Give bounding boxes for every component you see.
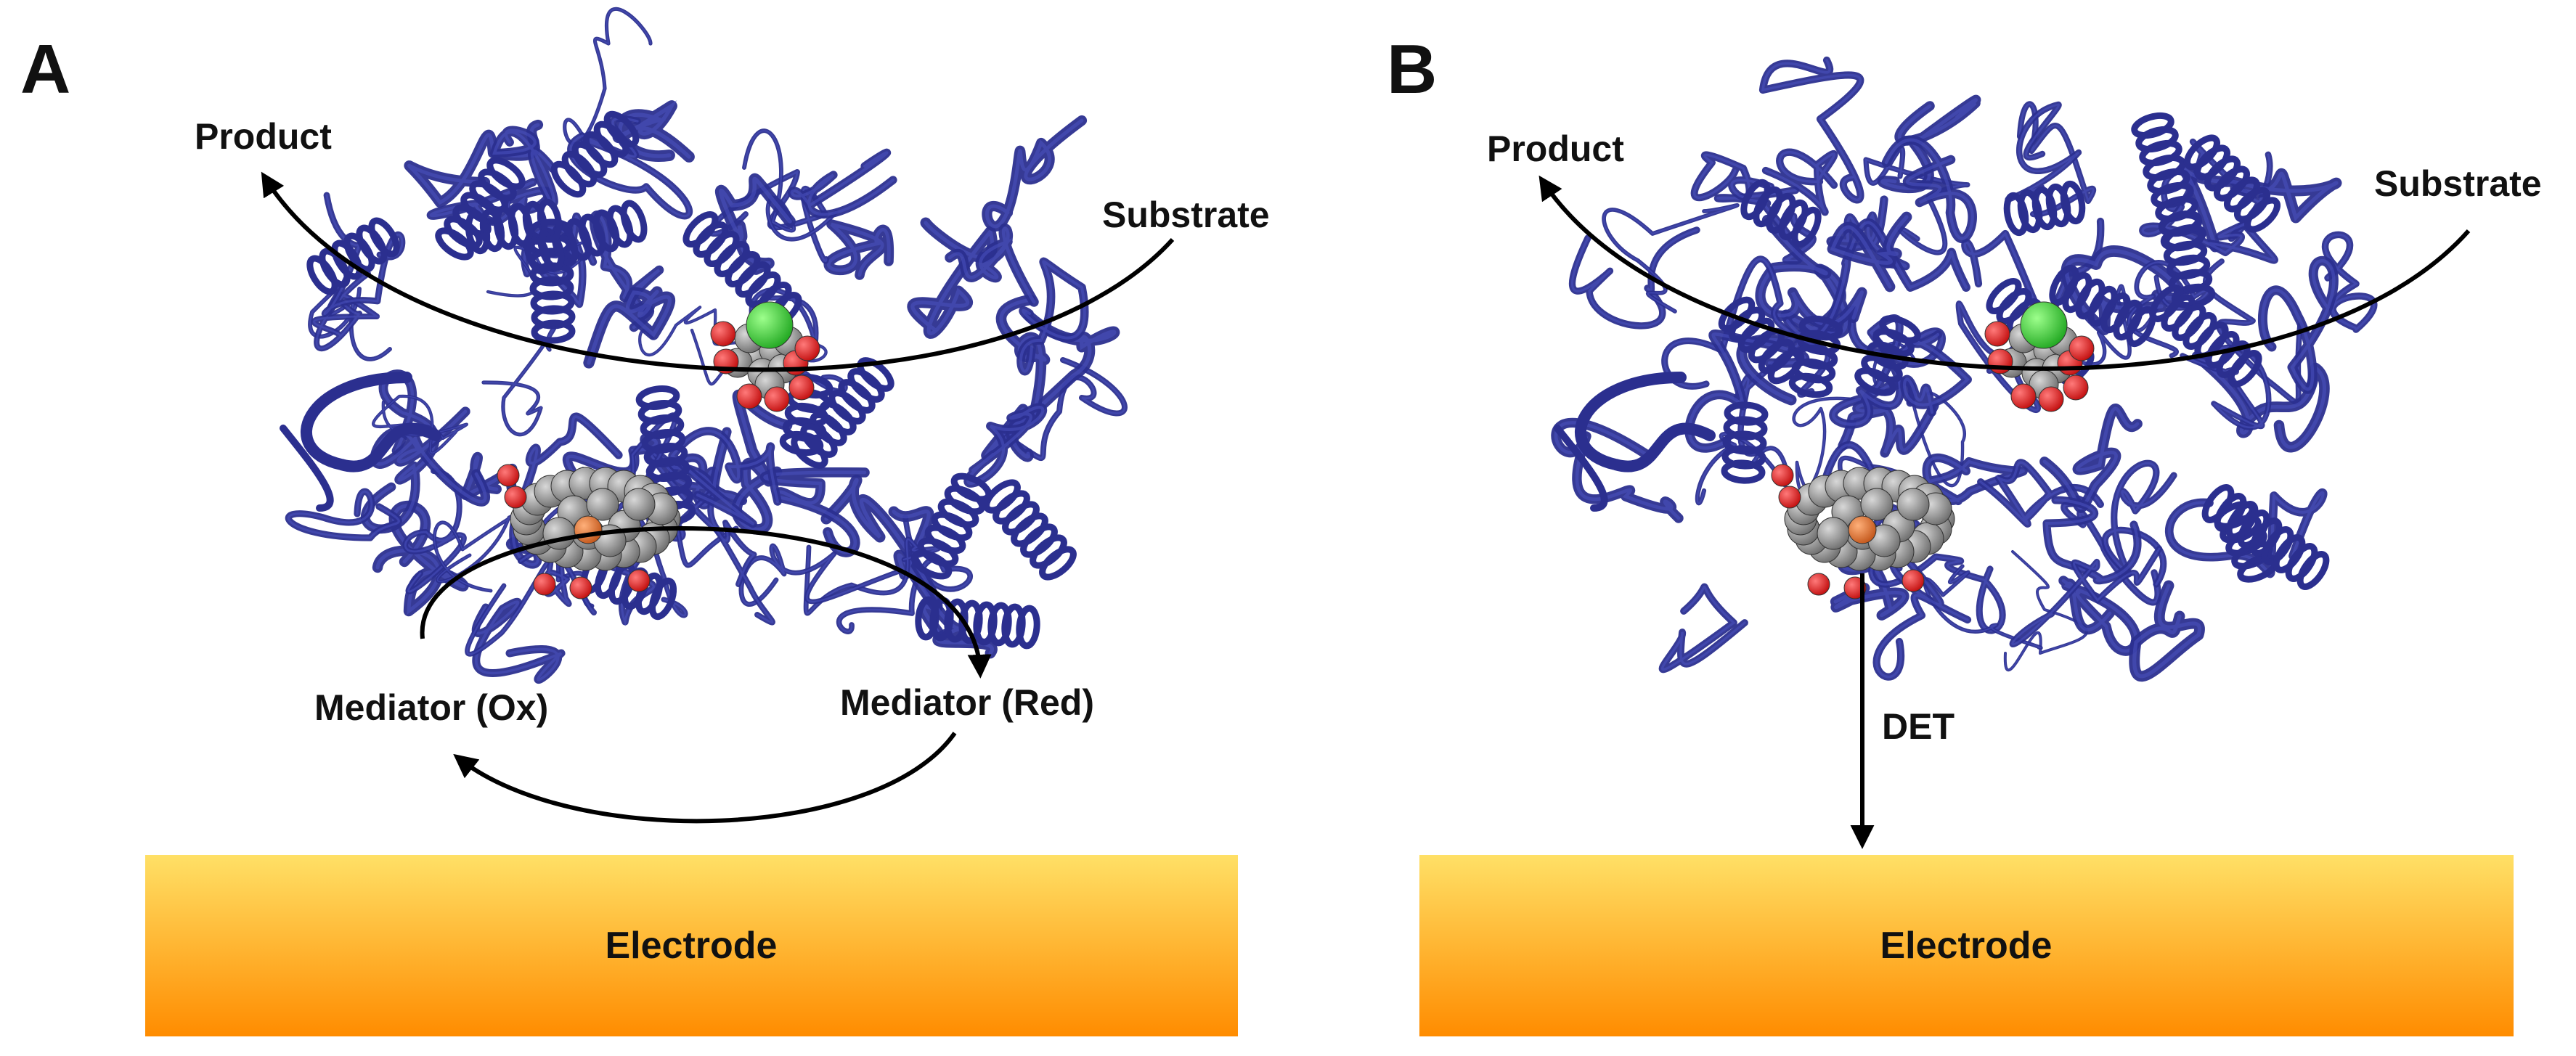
panel-label-b: B	[1387, 30, 1437, 108]
mediator-oxidation-arrow-a	[453, 732, 957, 824]
active-site-cofactor-b	[1984, 301, 2095, 412]
product-label-a: Product	[195, 116, 332, 157]
heme-group-a	[497, 464, 681, 599]
electrode-a	[145, 855, 1238, 1036]
protein-structure-a	[280, 7, 1128, 684]
substrate-label-b: Substrate	[2374, 163, 2542, 204]
substrate-to-product-arrow-a	[261, 171, 1175, 372]
product-label-b: Product	[1487, 128, 1624, 169]
det-label-b: DET	[1882, 706, 1955, 747]
mediator-reduction-arrow-a	[420, 526, 992, 679]
electrode-label-b: Electrode	[1880, 925, 2053, 967]
panel-b: B Product Substrate DET Electrode	[1387, 30, 2542, 1036]
substrate-label-a: Substrate	[1102, 195, 1270, 235]
active-site-cofactor-a	[710, 301, 820, 412]
mediator-red-label-a: Mediator (Red)	[840, 682, 1094, 723]
substrate-to-product-arrow-b	[1538, 175, 2471, 371]
panel-a: A Product Substrate Mediator (Ox) Mediat…	[20, 7, 1270, 1036]
protein-structure-b	[1551, 56, 2378, 682]
electrode-b	[1419, 855, 2514, 1036]
heme-group-b	[1771, 464, 1955, 599]
mediator-ox-label-a: Mediator (Ox)	[314, 687, 548, 728]
panel-label-a: A	[20, 30, 70, 108]
electrode-label-a: Electrode	[606, 925, 778, 967]
